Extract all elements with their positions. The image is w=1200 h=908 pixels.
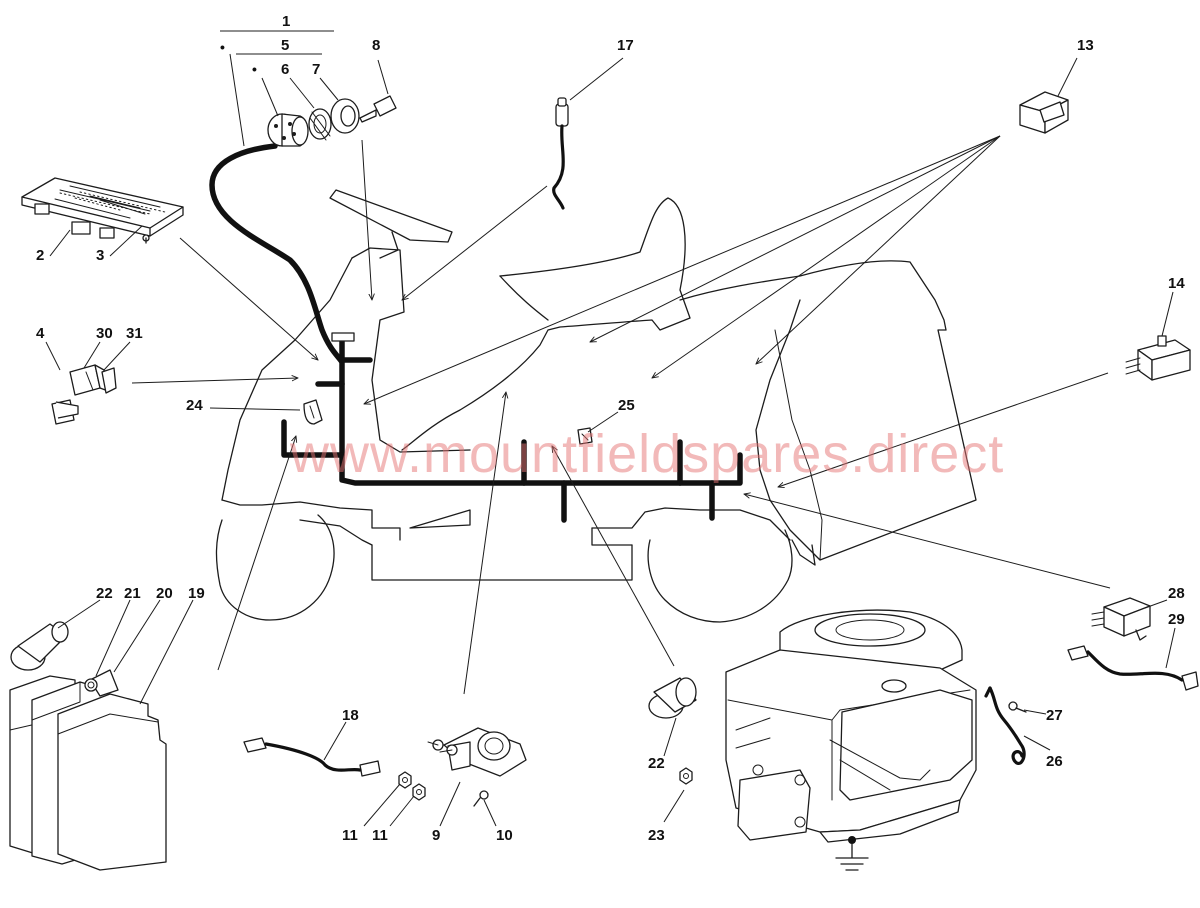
label-19: 19 [188,585,205,602]
ground-symbol [835,836,869,871]
ignition-switch-assembly [267,98,360,147]
screw-27 [1008,701,1027,713]
lead-29 [1067,645,1199,691]
label-23: 23 [648,827,665,844]
part-labels: 1 • 5 • 6 7 8 17 13 14 2 3 4 30 31 24 25… [36,13,1185,844]
terminal-cover-right [648,677,697,785]
label-11a: 11 [342,827,358,844]
label-13: 13 [1077,37,1094,54]
lead-18 [243,737,381,777]
bullet-5: • [252,61,257,77]
label-25: 25 [618,397,635,414]
watermark: www.mountfieldspares.direct [289,424,1004,484]
wire-clip-26 [984,686,1026,766]
label-26: 26 [1046,753,1063,770]
relay [51,364,117,425]
label-27: 27 [1046,707,1063,724]
battery [9,669,167,871]
label-17: 17 [617,37,634,54]
lights-switch [1019,91,1069,134]
label-8: 8 [372,37,380,54]
label-5: 5 [281,37,289,54]
mower-outline [215,189,977,623]
label-14: 14 [1168,275,1185,292]
microswitch [1125,335,1191,381]
label-18: 18 [342,707,359,724]
label-3: 3 [96,247,104,264]
label-21: 21 [124,585,141,602]
label-29: 29 [1168,611,1185,628]
label-24: 24 [186,397,203,414]
label-20: 20 [156,585,173,602]
terminal-cover-left [10,621,69,671]
leader-lines [45,30,1176,827]
label-30: 30 [96,325,113,342]
label-22a: 22 [96,585,113,602]
sensor [552,97,569,210]
label-11b: 11 [372,827,388,844]
key [359,95,397,123]
engine [725,609,977,843]
pointer-arrows [131,135,1111,695]
cable-clip-24 [303,399,323,425]
label-28: 28 [1168,585,1185,602]
label-6: 6 [281,61,289,78]
label-22b: 22 [648,755,665,772]
label-7: 7 [312,61,320,78]
label-9: 9 [432,827,440,844]
solenoid [427,727,527,807]
label-10: 10 [496,827,513,844]
label-2: 2 [36,247,44,264]
bullet-1: • [220,39,225,55]
wiring-harness [209,143,743,523]
label-31: 31 [126,325,143,342]
nuts-11 [398,771,426,801]
circuit-board [21,177,184,244]
connector-28 [1091,597,1151,641]
label-4: 4 [36,325,45,342]
label-1: 1 [282,13,290,30]
